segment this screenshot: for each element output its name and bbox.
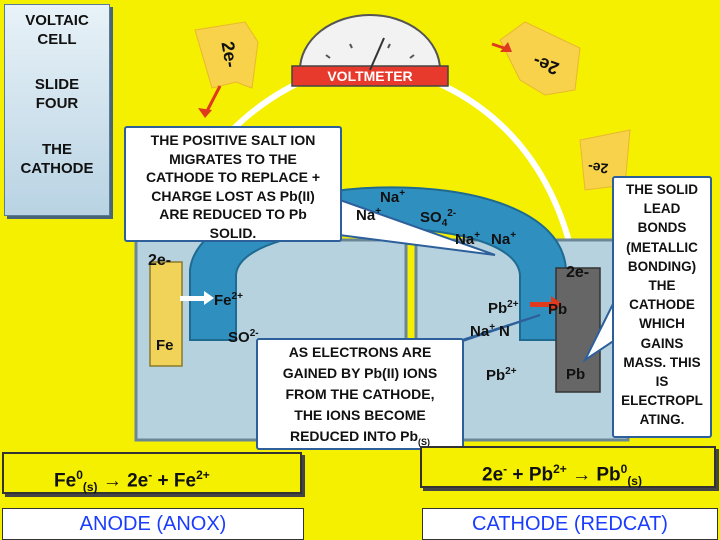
fe-ion-arrow xyxy=(180,291,214,305)
electron-arrow-top-left xyxy=(194,21,259,89)
lead-callout-line-7: CATHODE xyxy=(629,297,695,313)
pb2-ion-label-1: Pb2+ xyxy=(488,299,519,317)
anode-equation-box: Fe0(s) → 2e- + Fe2+ xyxy=(2,452,302,494)
right-arrow-icon: → xyxy=(102,470,122,492)
slide-title-panel: VOLTAIC CELL SLIDE FOUR THE CATHODE xyxy=(4,4,110,216)
lead-callout-line-4: (METALLIC xyxy=(626,239,698,255)
salt-callout-line-2: MIGRATES TO THE xyxy=(169,150,297,167)
electron-arrow-top-right xyxy=(499,21,581,96)
pb-metal-label-top: Pb xyxy=(548,301,568,318)
pb2-ion-label-2: Pb2+ xyxy=(486,366,517,384)
title-line-the: THE xyxy=(42,141,72,158)
title-line-cathode: CATHODE xyxy=(20,160,94,177)
electrons-callout-line-1: AS ELECTRONS ARE xyxy=(288,344,432,360)
salt-bridge-na-3: Na+ xyxy=(455,230,481,248)
electron-label-left-wire: 2e- xyxy=(148,252,172,269)
electron-label-top-left: 2e- xyxy=(217,39,242,69)
lead-callout-line-1: THE SOLID xyxy=(625,182,698,197)
lead-callout-line-10: MASS. THIS xyxy=(623,354,701,370)
lead-callout-line-12: ELECTROPL xyxy=(621,393,703,409)
title-line-slide: SLIDE xyxy=(34,76,80,93)
electrons-callout: AS ELECTRONS ARE GAINED BY Pb(II) IONS F… xyxy=(256,338,464,450)
salt-bridge-na-1: Na+ xyxy=(380,188,406,206)
solid-lead-callout: THE SOLID LEAD BONDS (METALLIC BONDING) … xyxy=(612,176,712,438)
voltmeter xyxy=(291,14,449,87)
electrons-callout-line-3: FROM THE CATHODE, xyxy=(285,386,435,402)
pb-electrode-label: Pb xyxy=(566,366,586,383)
title-line-four: FOUR xyxy=(35,95,79,112)
electrons-callout-line-2: GAINED BY Pb(II) IONS xyxy=(282,365,438,381)
salt-callout-line-3: CATHODE TO REPLACE + xyxy=(145,169,321,185)
lead-callout-line-11: IS xyxy=(655,374,669,390)
lead-callout-line-2: LEAD xyxy=(643,201,681,217)
salt-callout-line-1: THE POSITIVE SALT ION xyxy=(150,132,316,148)
pb-ion-arrow xyxy=(530,296,562,312)
salt-callout-line-6: SOLID. xyxy=(209,224,257,241)
electron-label-right-wire: 2e- xyxy=(566,264,590,281)
electrons-callout-line-4: THE IONS BECOME xyxy=(294,407,426,423)
electrons-callout-line-5: REDUCED INTO Pb(S) xyxy=(289,428,431,447)
fe-electrode xyxy=(149,261,183,367)
lead-callout-line-9: GAINS xyxy=(640,335,684,351)
title-line-cell: CELL xyxy=(37,31,77,48)
voltmeter-label: VOLTMETER xyxy=(327,68,413,84)
lead-callout-line-3: BONDS xyxy=(637,220,687,236)
salt-bridge-so4: SO42- xyxy=(420,208,457,229)
lead-callout-line-6: THE xyxy=(648,278,676,294)
salt-ion-callout: THE POSITIVE SALT ION MIGRATES TO THE CA… xyxy=(124,126,342,242)
lead-callout-line-13: ATING. xyxy=(639,412,685,428)
lead-callout-line-5: BONDING) xyxy=(627,258,697,274)
salt-callout-line-4: CHARGE LOST AS Pb(II) xyxy=(151,187,315,204)
salt-callout-line-5: ARE REDUCED TO Pb xyxy=(159,206,307,222)
so4-left-label: SO2- xyxy=(228,328,259,346)
lead-callout-line-8: WHICH xyxy=(639,316,685,332)
salt-bridge-na-4: Na+ xyxy=(491,230,517,248)
fe-electrode-label: Fe xyxy=(156,337,174,354)
anode-label-box: ANODE (ANOX) xyxy=(2,508,304,540)
salt-bridge-na-2: Na+ xyxy=(356,206,382,224)
anode-label: ANODE (ANOX) xyxy=(79,513,227,535)
electron-label-mid-right: 2e- xyxy=(587,159,609,177)
pb-electrode xyxy=(555,267,601,393)
na-right-label: Na+N xyxy=(470,322,510,340)
right-arrow-icon: → xyxy=(572,464,592,486)
cathode-label: CATHODE (REDCAT) xyxy=(472,513,668,535)
cathode-equation-box: 2e- + Pb2+ → Pb0(s) xyxy=(420,446,716,488)
title-line-voltaic: VOLTAIC xyxy=(25,12,89,29)
cathode-label-box: CATHODE (REDCAT) xyxy=(422,508,718,540)
fe2-ion-label: Fe2+ xyxy=(214,291,243,309)
